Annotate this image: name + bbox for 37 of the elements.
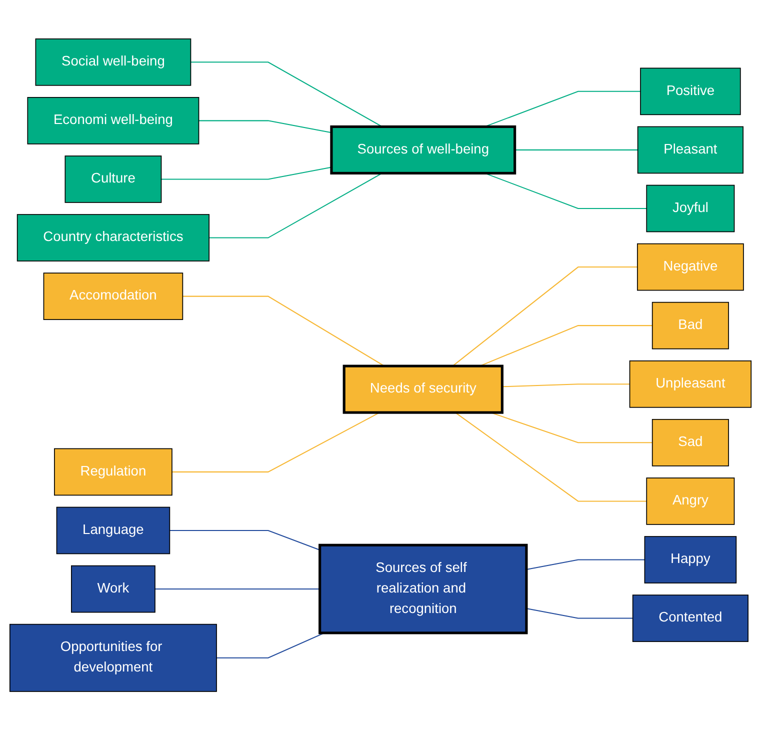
node-box: Bad <box>652 302 729 350</box>
connector <box>170 530 320 551</box>
connector <box>455 412 647 502</box>
node-box: Positive <box>640 68 741 116</box>
node-box: Unpleasant <box>629 360 752 408</box>
connector <box>526 608 633 620</box>
connector <box>154 588 320 590</box>
node-box: Work <box>71 566 156 613</box>
node-box: Sad <box>652 419 729 467</box>
connector <box>182 296 385 367</box>
node-box: Pleasant <box>637 126 744 174</box>
node-box: Language <box>56 507 170 554</box>
node-box: Contented <box>632 594 748 642</box>
connector <box>216 632 325 659</box>
node-box: Sources of well-being <box>330 126 516 175</box>
node-box: Culture <box>64 156 162 204</box>
node-box: Needs of security <box>342 365 504 414</box>
node-box: Sources of self realization and recognition <box>318 544 528 635</box>
node-box: Social well-being <box>35 38 192 86</box>
connector <box>452 266 638 367</box>
node-box: Country characteristics <box>16 214 210 262</box>
connector <box>526 560 645 570</box>
connector <box>190 62 382 128</box>
node-box: Economi well-being <box>27 97 200 145</box>
node-box: Joyful <box>646 185 735 232</box>
node-box: Negative <box>637 244 744 292</box>
node-box: Accomodation <box>43 272 184 320</box>
node-box: Happy <box>644 536 737 584</box>
node-box: Angry <box>646 478 735 526</box>
connector <box>484 91 640 128</box>
connector <box>161 167 332 180</box>
node-box: Opportunities for development <box>9 624 217 692</box>
connector <box>514 150 638 151</box>
node-box: Regulation <box>54 448 172 496</box>
connector <box>502 384 630 388</box>
connector <box>198 120 332 134</box>
connector <box>172 412 380 473</box>
